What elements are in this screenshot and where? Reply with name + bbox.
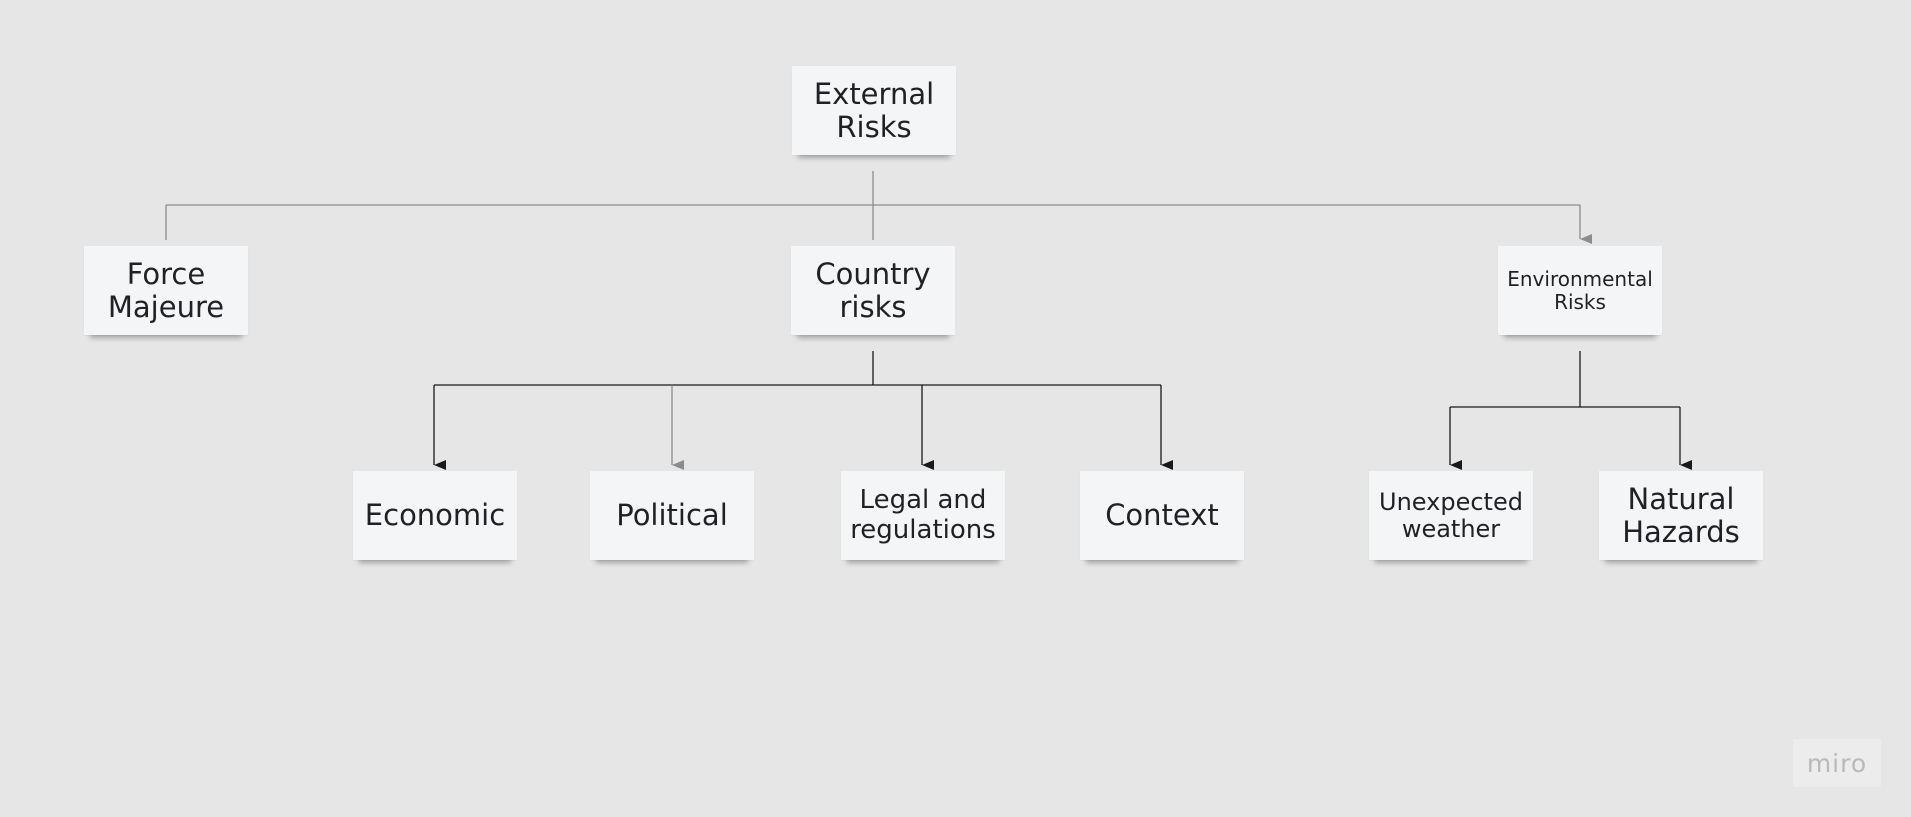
connector-environmental-to-children bbox=[1449, 351, 1692, 470]
node-context[interactable]: Context bbox=[1080, 471, 1244, 560]
node-political-label: Political bbox=[616, 498, 728, 533]
connector-external-to-level1 bbox=[165, 171, 1592, 244]
connector-country-to-children bbox=[433, 351, 1173, 470]
node-economic-label: Economic bbox=[364, 498, 506, 533]
node-context-label: Context bbox=[1105, 498, 1219, 533]
node-economic[interactable]: Economic bbox=[353, 471, 517, 560]
miro-logo-text: miro bbox=[1806, 748, 1868, 778]
miro-logo[interactable]: miro bbox=[1793, 739, 1881, 787]
node-political[interactable]: Political bbox=[590, 471, 754, 560]
